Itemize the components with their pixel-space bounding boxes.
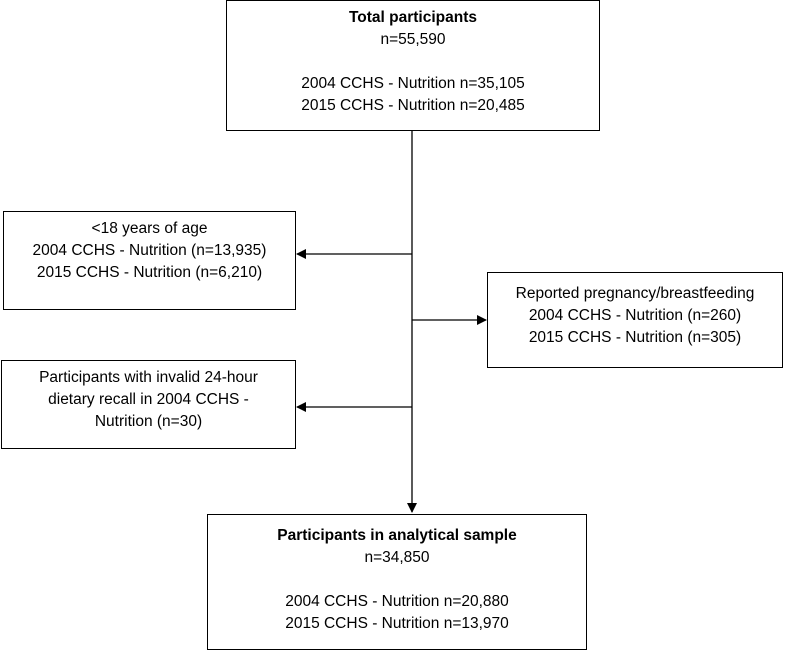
age-exclusion-title: <18 years of age [91,220,208,237]
total-2004-count: 2004 CCHS - Nutrition n=35,105 [301,75,525,92]
total-2015-count: 2015 CCHS - Nutrition n=20,485 [301,97,525,114]
pregnancy-exclusion-2015: 2015 CCHS - Nutrition (n=305) [528,329,742,346]
total-participants-count: n=55,590 [380,31,446,48]
pregnancy-exclusion-2004: 2004 CCHS - Nutrition (n=260) [528,307,742,324]
total-participants-box: Total participants n=55,590 2004 CCHS - … [226,0,600,131]
total-participants-title: Total participants [348,9,478,26]
analytical-2004-count: 2004 CCHS - Nutrition n=20,880 [285,593,509,610]
recall-exclusion-line-1: Participants with invalid 24-hour [39,369,258,386]
recall-exclusion-box: Participants with invalid 24-hour dietar… [1,360,296,449]
age-exclusion-2004: 2004 CCHS - Nutrition (n=13,935) [32,242,267,259]
pregnancy-exclusion-box: Reported pregnancy/breastfeeding 2004 CC… [487,272,783,368]
analytical-sample-box: Participants in analytical sample n=34,8… [207,514,587,650]
age-exclusion-2015: 2015 CCHS - Nutrition (n=6,210) [36,264,263,281]
analytical-sample-title: Participants in analytical sample [277,527,517,544]
recall-exclusion-line-2: dietary recall in 2004 CCHS - [48,391,249,408]
analytical-sample-count: n=34,850 [364,549,430,566]
pregnancy-exclusion-title: Reported pregnancy/breastfeeding [515,285,755,302]
analytical-2015-count: 2015 CCHS - Nutrition n=13,970 [285,615,509,632]
recall-exclusion-line-3: Nutrition (n=30) [94,413,203,430]
age-exclusion-box: <18 years of age 2004 CCHS - Nutrition (… [3,211,296,310]
